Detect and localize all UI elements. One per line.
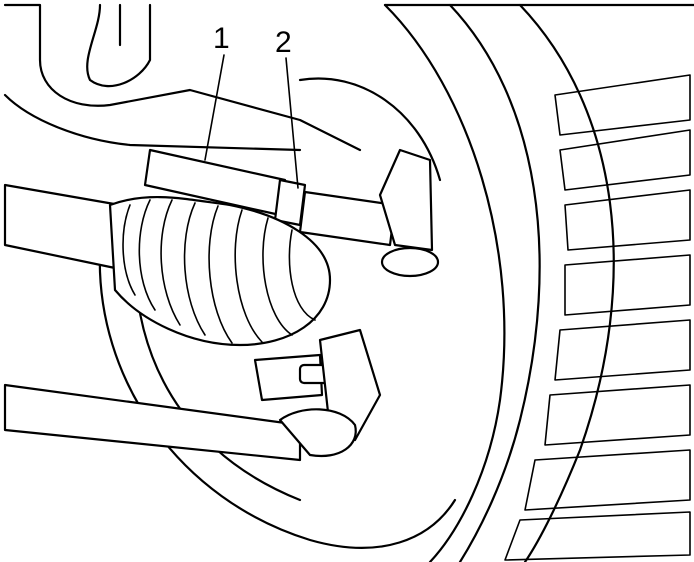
upper-arm bbox=[3, 3, 362, 152]
cv-boot bbox=[108, 196, 332, 347]
tire bbox=[383, 3, 694, 562]
callout-1: 1 bbox=[213, 22, 230, 55]
leader-line-1 bbox=[204, 54, 225, 161]
drive-shaft bbox=[3, 183, 122, 270]
tie-rod bbox=[143, 148, 440, 278]
callout-2: 2 bbox=[275, 26, 292, 59]
leader-line-2 bbox=[285, 57, 299, 189]
pry-bar bbox=[3, 383, 357, 462]
